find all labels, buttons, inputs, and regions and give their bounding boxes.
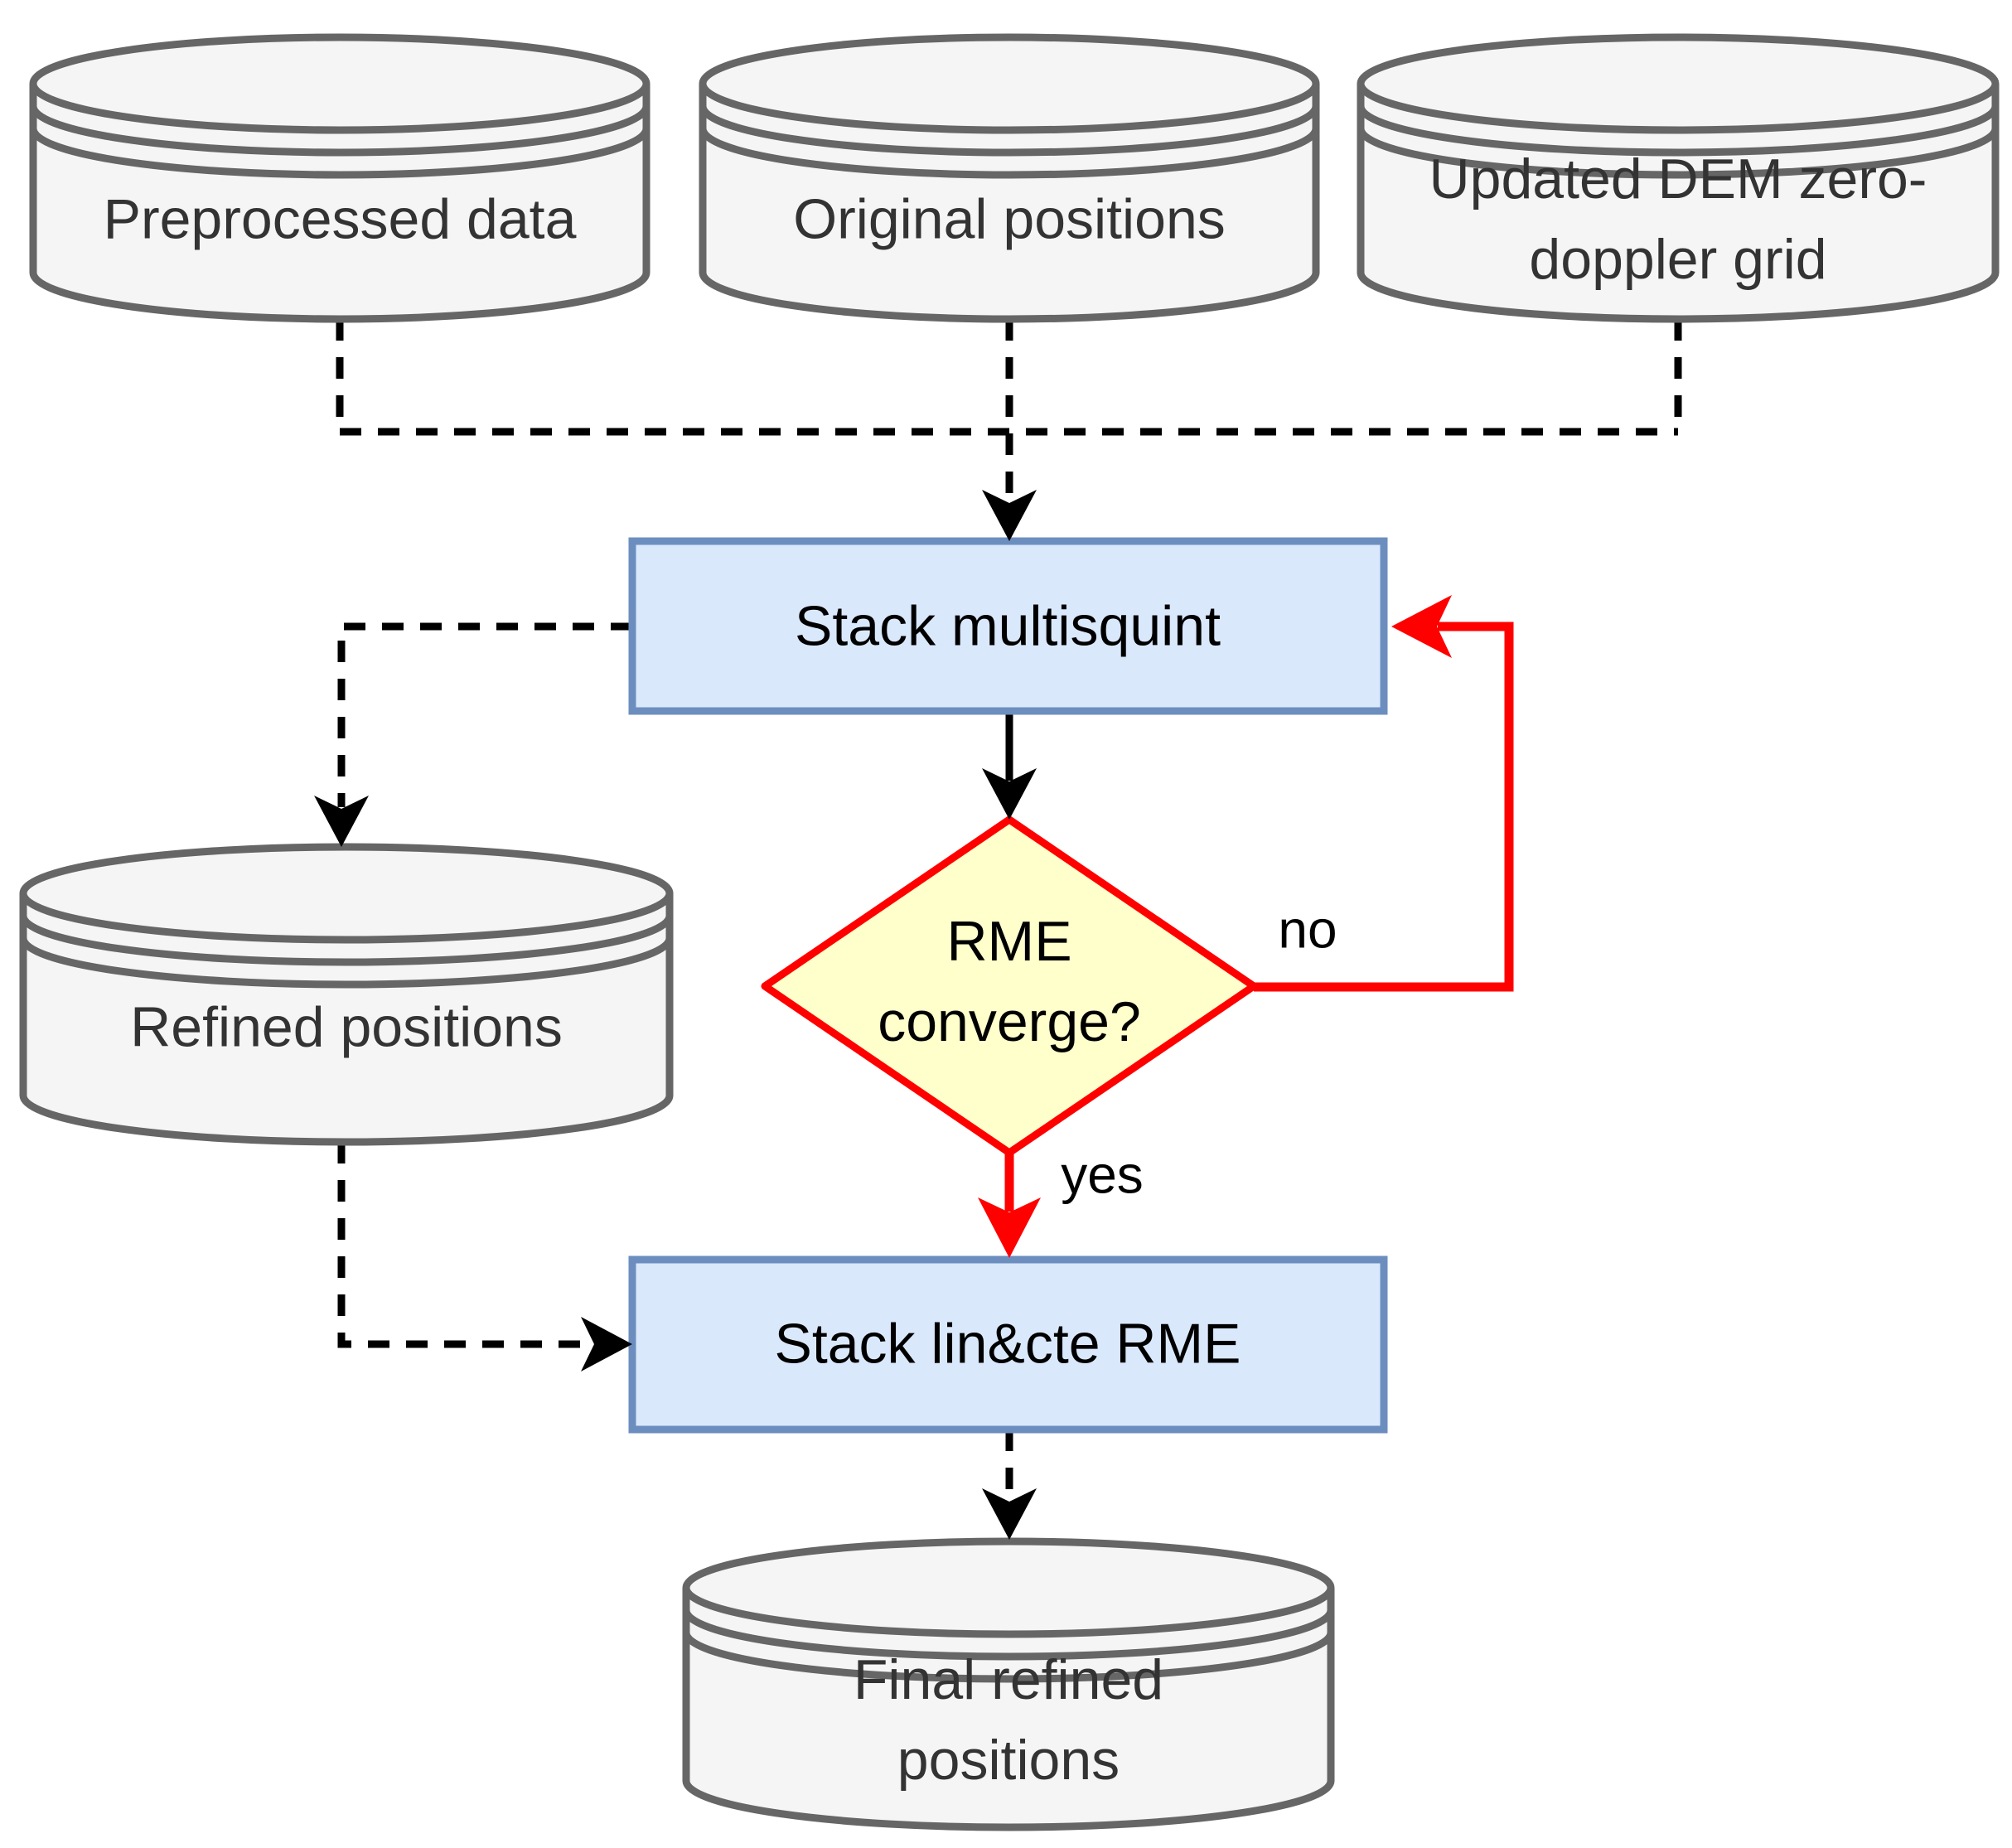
label-rme-converge-line1: RME [946, 910, 1072, 973]
arrowhead-refined-into-stack-lincte [581, 1317, 632, 1371]
node-updated-dem-grid [1357, 33, 2000, 323]
label-preprocessed-data: Preprocessed data [103, 187, 577, 251]
node-rme-converge [761, 815, 1258, 1157]
arrowhead-into-final-positions [982, 1488, 1037, 1540]
label-final-refined-line2: positions [897, 1729, 1120, 1792]
label-updated-dem-grid: Updated DEM zero- doppler grid [1429, 139, 1927, 300]
edge-stack-multisquint-to-refined-positions [337, 622, 632, 807]
label-final-refined-positions: Final refined positions [854, 1640, 1163, 1801]
label-rme-converge: RME converge? [878, 902, 1141, 1062]
label-final-refined-line1: Final refined [853, 1648, 1164, 1711]
label-edge-yes: yes [1061, 1144, 1144, 1205]
edge-refined-positions-to-stack-lincte [337, 1142, 593, 1348]
node-preprocessed-data [29, 33, 651, 323]
nodes [19, 33, 2000, 1831]
label-rme-converge-line2: converge? [878, 990, 1141, 1053]
label-original-positions: Original positions [793, 187, 1226, 251]
label-edge-no: no [1278, 899, 1337, 960]
node-refined-positions [19, 843, 674, 1146]
label-stack-lin-cte-rme: Stack lin&cte RME [774, 1312, 1241, 1376]
connectors [336, 319, 1682, 1500]
label-updated-dem-grid-line2: doppler grid [1529, 228, 1827, 291]
arrowhead-into-stack-multisquint [982, 490, 1037, 541]
label-refined-positions: Refined positions [130, 995, 563, 1059]
edge-rme-no-loop [1254, 622, 1514, 992]
node-final-refined-positions [682, 1537, 1335, 1831]
label-stack-multisquint: Stack multisquint [795, 594, 1221, 658]
node-stack-lin-cte-rme [628, 1255, 1388, 1434]
node-stack-multisquint [628, 537, 1388, 715]
label-updated-dem-grid-line1: Updated DEM zero- [1429, 148, 1927, 210]
node-original-positions [699, 33, 1320, 323]
